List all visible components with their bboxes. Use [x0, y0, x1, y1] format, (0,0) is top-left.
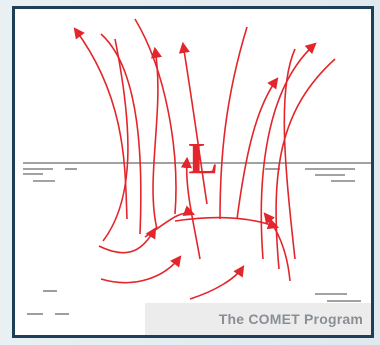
low-pressure-diagram: L — [15, 9, 371, 335]
rising-arrow — [237, 79, 277, 219]
inflow-arrow — [190, 267, 243, 299]
rising-line — [284, 49, 295, 259]
inflow-arrow — [99, 229, 155, 253]
diagram-panel: L The COMET Program — [12, 6, 374, 338]
rising-line — [220, 27, 247, 219]
low-pressure-label: L — [188, 134, 217, 183]
inflow-arrow — [101, 257, 180, 283]
credit-label: The COMET Program — [219, 311, 363, 327]
rising-arrow — [153, 49, 158, 229]
